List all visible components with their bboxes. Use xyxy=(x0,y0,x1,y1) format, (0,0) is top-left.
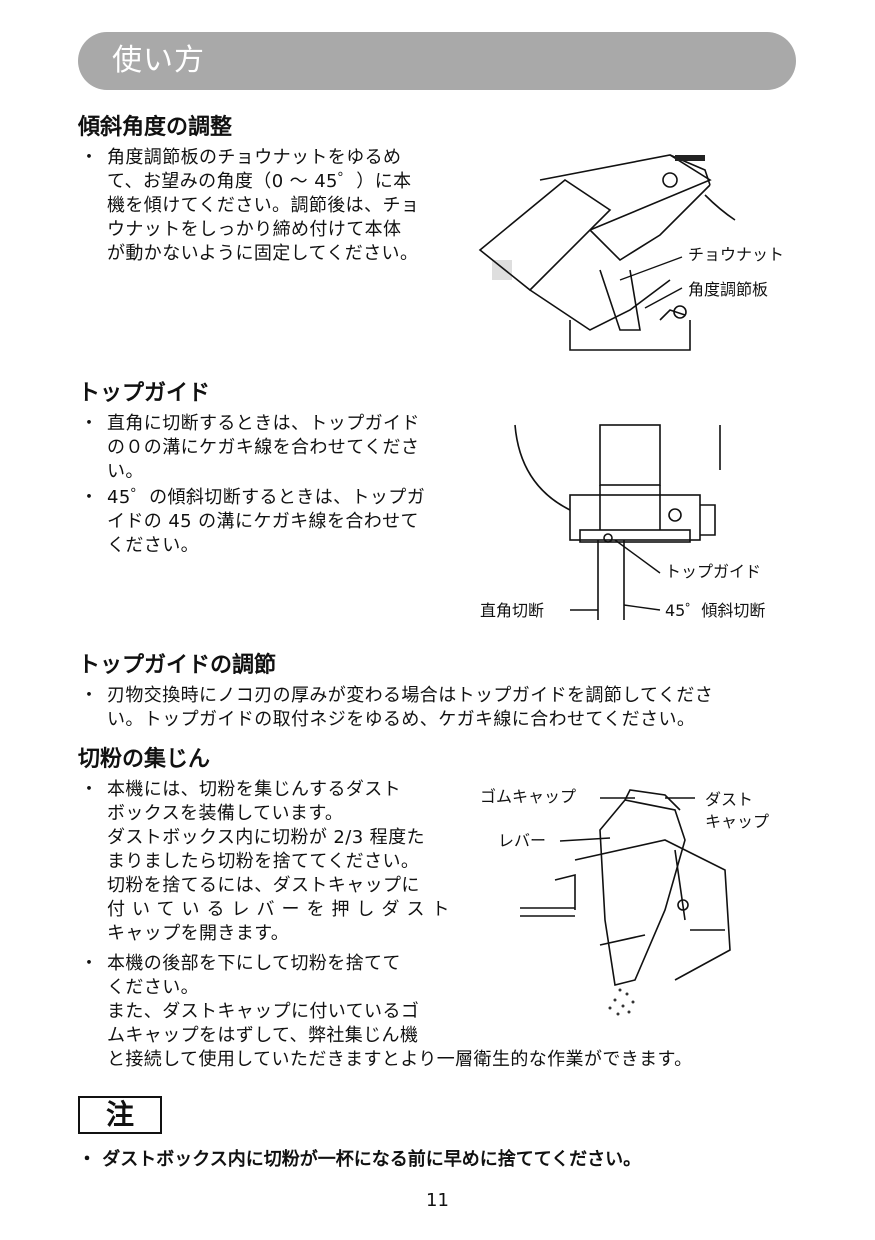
text-line: 刃物交換時にノコ刃の厚みが変わる場合はトップガイドを調節してくださ xyxy=(107,685,714,706)
label-dust-cap-line1: ダスト xyxy=(705,790,754,809)
page-title: 使い方 xyxy=(112,43,205,78)
text-line: ボックスを装備しています。 xyxy=(107,803,344,824)
section-heading-dust: 切粉の集じん xyxy=(78,747,211,772)
text-line: 本機の後部を下にして切粉を捨てて xyxy=(107,953,401,974)
page-number: 11 xyxy=(426,1190,449,1211)
text-line: また、ダストキャップに付いているゴ xyxy=(107,1001,420,1022)
bullet-mark: ・ xyxy=(80,685,98,706)
dust-box-illustration xyxy=(520,789,731,1016)
dust-paragraph-2: 本機の後部を下にして切粉を捨てて ください。 また、ダストキャップに付いているゴ… xyxy=(107,952,419,1048)
text-line: い。 xyxy=(107,461,144,482)
label-bevel-45: 45゜傾斜切断 xyxy=(665,601,766,620)
top-guide-illustration xyxy=(514,424,721,620)
text-line: の０の溝にケガキ線を合わせてくださ xyxy=(107,437,420,458)
text-line: キャップを開きます。 xyxy=(107,923,290,944)
text-line: 付いているレバーを押しダスト xyxy=(107,899,457,920)
text-line: 機を傾けてください。調節後は、チョ xyxy=(107,195,420,216)
note-label: 注 xyxy=(78,1096,162,1134)
top-guide-paragraph-2: 45゜の傾斜切断するときは、トップガ イドの 45 の溝にケガキ線を合わせて く… xyxy=(107,486,425,558)
text-line: 角度調節板のチョウナットをゆるめ xyxy=(107,147,402,168)
note-text: ・ ダストボックス内に切粉が一杯になる前に早めに捨ててください。 xyxy=(78,1149,642,1170)
text-line: イドの 45 の溝にケガキ線を合わせて xyxy=(107,511,419,532)
text-line: が動かないように固定してください。 xyxy=(107,243,419,264)
text-line: 本機には、切粉を集じんするダスト xyxy=(107,779,402,800)
guide-adjust-paragraph: 刃物交換時にノコ刃の厚みが変わる場合はトップガイドを調節してくださ い。トップガ… xyxy=(107,684,713,732)
bullet-mark: ・ xyxy=(80,953,98,974)
text-line: 直角に切断するときは、トップガイド xyxy=(107,413,420,434)
section-heading-bevel: 傾斜角度の調整 xyxy=(78,115,233,140)
label-angle-plate: 角度調節板 xyxy=(688,280,769,299)
label-right-angle: 直角切断 xyxy=(480,601,545,620)
bullet-mark: ・ xyxy=(80,779,98,800)
section-heading-guide-adjust: トップガイドの調節 xyxy=(78,653,277,678)
label-lever: レバー xyxy=(498,831,547,850)
label-dust-cap-line2: キャップ xyxy=(705,812,770,831)
dust-paragraph-1: 本機には、切粉を集じんするダスト ボックスを装備しています。 ダストボックス内に… xyxy=(107,778,456,946)
bevel-illustration xyxy=(478,154,736,351)
text-line: まりましたら切粉を捨ててください。 xyxy=(107,851,420,872)
bevel-paragraph: 角度調節板のチョウナットをゆるめ て、お望みの角度（0 ～ 45゜）に本 機を傾… xyxy=(107,146,419,266)
label-wing-nut: チョウナット xyxy=(688,245,785,264)
label-top-guide: トップガイド xyxy=(665,562,762,581)
label-rubber-cap: ゴムキャップ xyxy=(480,787,577,806)
text-line: ムキャップをはずして、弊社集じん機 xyxy=(107,1025,419,1046)
top-guide-paragraph-1: 直角に切断するときは、トップガイド の０の溝にケガキ線を合わせてくださ い。 xyxy=(107,412,420,484)
text-line: ください。 xyxy=(107,977,199,998)
text-line: 45゜の傾斜切断するときは、トップガ xyxy=(107,487,426,508)
bullet-mark: ・ xyxy=(80,487,98,508)
text-line: て、お望みの角度（0 ～ 45゜）に本 xyxy=(107,171,412,192)
header-bar xyxy=(78,32,796,90)
text-line: ダストボックス内に切粉が 2/3 程度た xyxy=(107,827,425,848)
bullet-mark: ・ xyxy=(80,147,98,168)
bullet-mark: ・ xyxy=(80,413,98,434)
text-line: い。トップガイドの取付ネジをゆるめ、ケガキ線に合わせてください。 xyxy=(107,709,696,730)
section-heading-top-guide: トップガイド xyxy=(78,381,211,406)
text-line: ウナットをしっかり締め付けて本体 xyxy=(107,219,402,240)
dust-last-line: と接続して使用していただきますとより一層衛生的な作業ができます。 xyxy=(107,1049,693,1070)
text-line: 切粉を捨てるには、ダストキャップに xyxy=(107,875,420,896)
text-line: ください。 xyxy=(107,535,199,556)
